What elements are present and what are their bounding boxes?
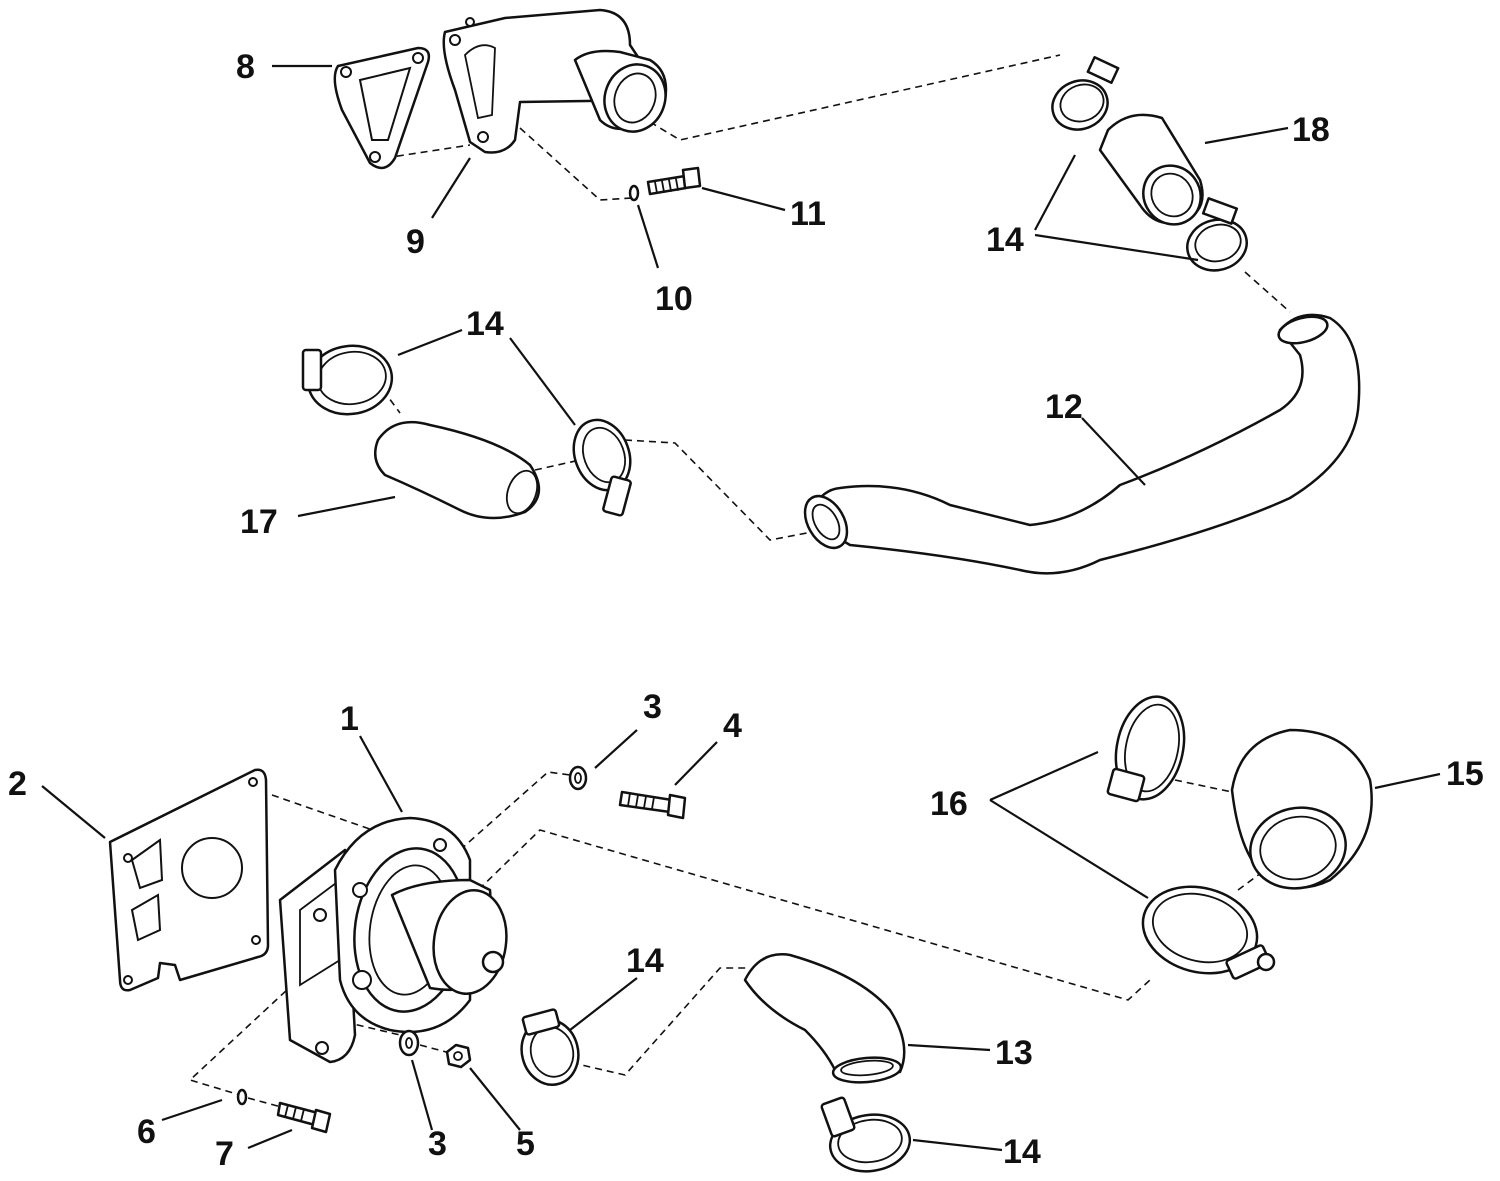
part-14-clamp-upper-b	[1186, 197, 1248, 272]
part-4-bolt	[618, 790, 687, 820]
callout-16: 16	[930, 785, 968, 823]
part-14-clamp-mid-a	[301, 344, 394, 416]
callout-3-bottom: 3	[428, 1125, 447, 1163]
part-3-washer-bottom	[398, 1029, 420, 1057]
part-9-outlet-elbow	[442, 8, 668, 154]
part-1-pump-housing	[278, 816, 508, 1064]
callout-17: 17	[240, 503, 278, 541]
callout-14-mid: 14	[466, 305, 504, 343]
part-2-gasket-plate	[108, 768, 270, 992]
callout-5: 5	[516, 1125, 535, 1163]
callout-numbers: 8 9 10 11 18 14 14 17 12 1 2 3 4 16 15 1…	[8, 48, 1484, 1173]
part-3-washer-top	[568, 765, 588, 791]
callout-9: 9	[406, 223, 425, 261]
callout-18: 18	[1292, 111, 1330, 149]
part-17-elbow-hose	[373, 420, 540, 520]
callout-14-top: 14	[986, 221, 1024, 259]
part-13-elbow-hose	[743, 953, 906, 1084]
part-12-long-hose	[803, 313, 1361, 575]
part-14-clamp-low	[520, 1008, 580, 1086]
part-16-clamp-lower	[1141, 885, 1276, 980]
callout-15: 15	[1446, 755, 1484, 793]
part-14-clamp-bottom	[820, 1096, 912, 1173]
callout-4: 4	[723, 707, 742, 745]
part-11-bolt	[646, 166, 702, 196]
callout-6: 6	[137, 1113, 156, 1151]
part-8-gasket	[333, 46, 431, 170]
part-5-nut	[445, 1043, 472, 1069]
callout-13: 13	[995, 1034, 1033, 1072]
callout-14-bottom: 14	[1003, 1133, 1041, 1171]
assembly-guide-lines	[188, 54, 1291, 1109]
callout-14-low: 14	[626, 942, 664, 980]
part-16-clamp-upper	[1106, 695, 1186, 803]
callout-12: 12	[1045, 388, 1083, 426]
leader-lines	[41, 64, 1441, 1152]
callout-1: 1	[340, 700, 359, 738]
part-18-hose	[1098, 113, 1204, 226]
callout-10: 10	[655, 280, 693, 318]
part-10-o-ring	[628, 184, 640, 202]
part-14-clamp-upper-a	[1051, 56, 1120, 131]
part-14-clamp-mid-b	[572, 418, 632, 517]
part-6-o-ring	[236, 1088, 248, 1106]
callout-11: 11	[790, 195, 826, 233]
callout-3-top: 3	[643, 688, 662, 726]
callout-2: 2	[8, 765, 27, 803]
part-15-elbow-coupler	[1230, 728, 1373, 890]
callout-7: 7	[215, 1135, 234, 1173]
callout-8: 8	[236, 48, 255, 86]
part-7-bolt	[276, 1101, 332, 1134]
